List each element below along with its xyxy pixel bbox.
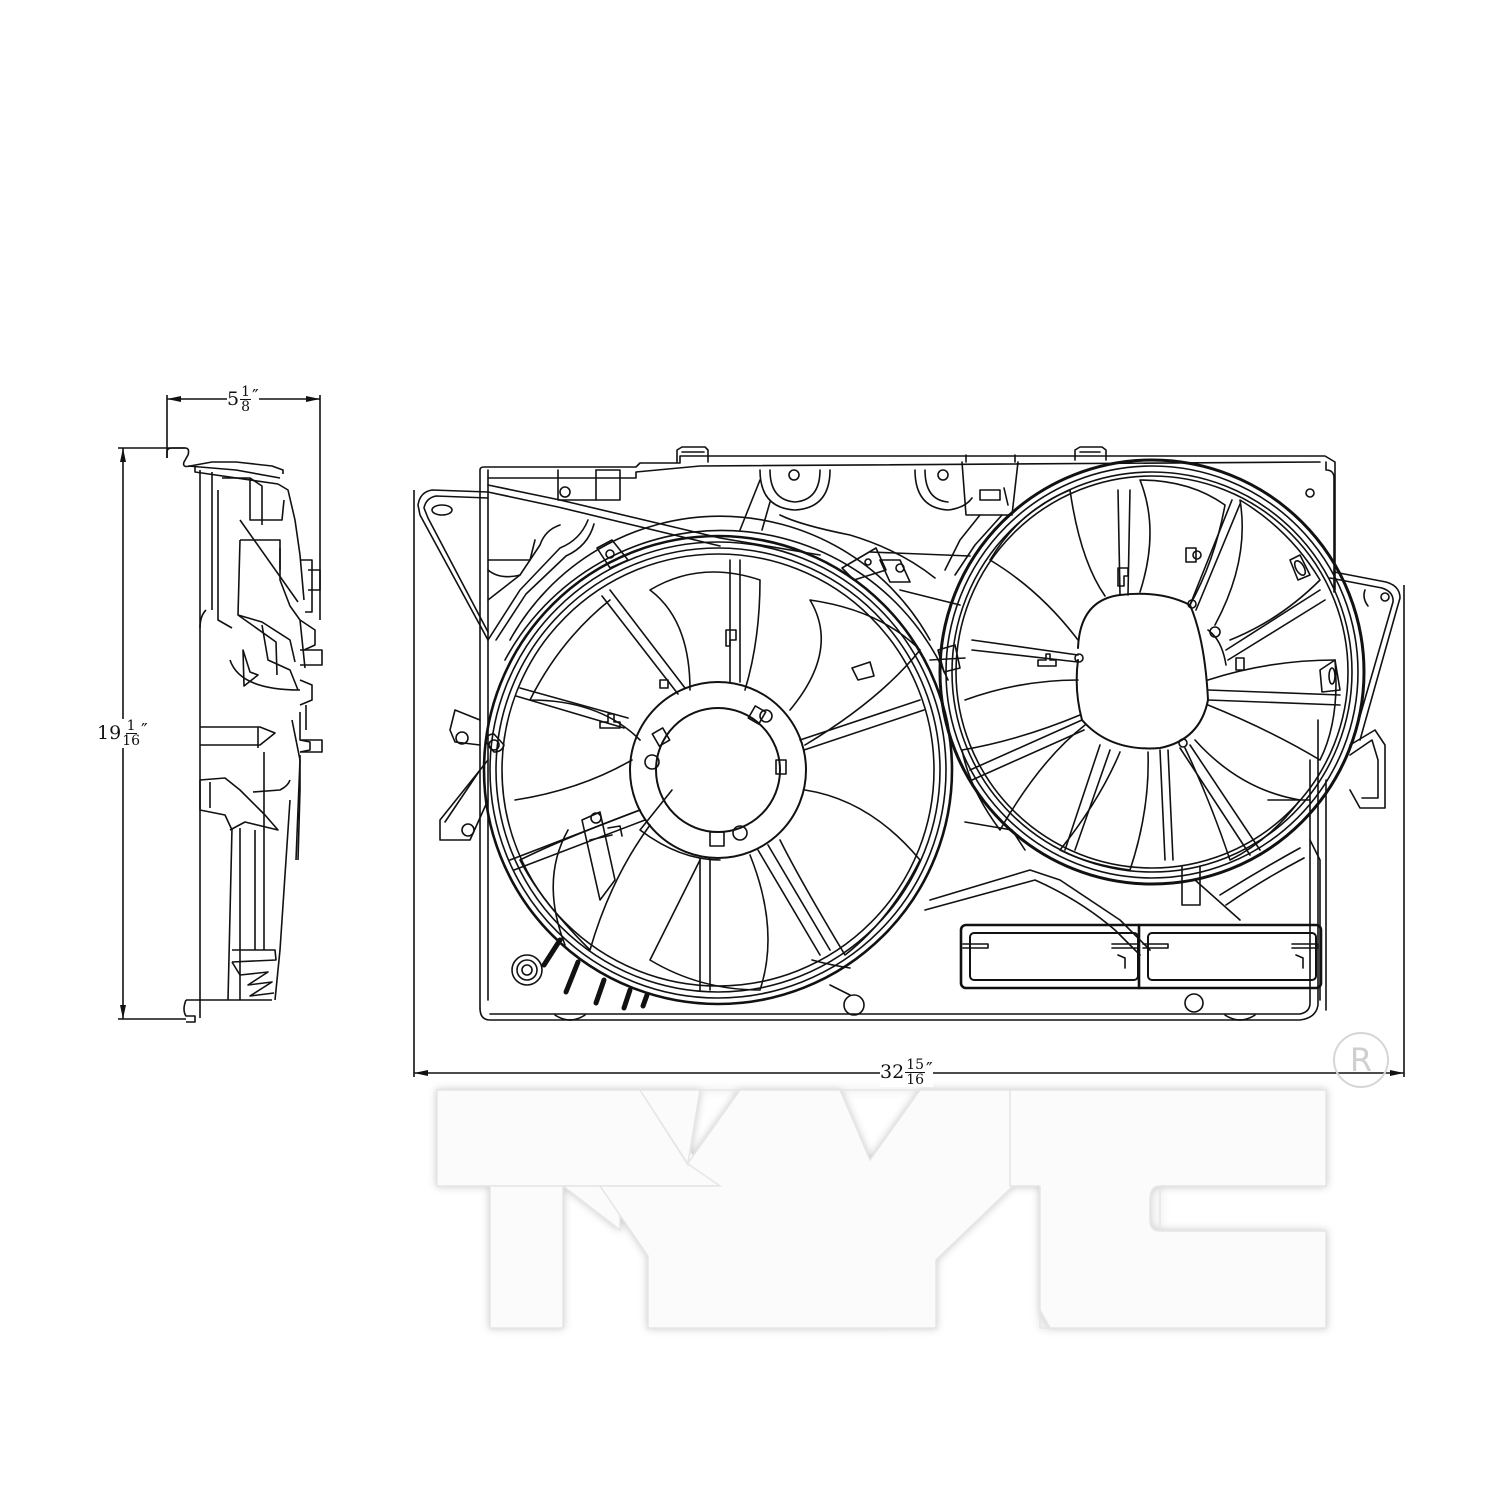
- dimension-lines: [118, 395, 1405, 1077]
- front-view: [417, 446, 1401, 1021]
- height-fraction: 1 16: [122, 718, 141, 749]
- width-whole: 32: [880, 1061, 905, 1083]
- height-unit: ″: [141, 719, 148, 741]
- depth-whole: 5: [227, 388, 240, 410]
- right-fan-outer-ring: [938, 458, 1366, 886]
- right-mounting-ear: [1329, 571, 1401, 809]
- width-dimension-label: 32 15 16 ″: [880, 1058, 933, 1087]
- connector-housing: [959, 923, 1323, 990]
- left-fan-hub-outer: [629, 681, 807, 859]
- lower-channels: [924, 799, 1321, 1001]
- width-unit: ″: [926, 1058, 933, 1080]
- right-fan: [929, 458, 1366, 886]
- left-mounting-ear: [417, 489, 489, 641]
- bottom-center-post: [811, 959, 1204, 1016]
- top-left-bracket: [487, 469, 821, 641]
- side-view: [166, 447, 323, 1023]
- top-mounting-domes: [739, 469, 973, 579]
- connector-slot-right: [1147, 932, 1317, 981]
- height-dimension-label: 19 1 16 ″: [97, 719, 148, 748]
- bottom-left-boss: [511, 937, 650, 1011]
- left-fan-hub-inner: [655, 707, 781, 833]
- top-clips: [676, 446, 1107, 463]
- depth-unit: ″: [252, 385, 259, 407]
- connector-block: [959, 923, 1323, 990]
- height-whole: 19: [97, 722, 122, 744]
- depth-dimension-label: 5 1 8 ″: [227, 385, 259, 414]
- left-fan-outer-ring: [482, 534, 954, 1006]
- left-fan: [482, 515, 954, 1006]
- depth-fraction: 1 8: [240, 384, 252, 415]
- shroud-frame: [479, 455, 1336, 1021]
- connector-slot-left: [969, 932, 1139, 981]
- width-fraction: 15 16: [905, 1057, 926, 1088]
- middle-bracket: [869, 454, 1019, 606]
- registered-trademark-icon: R: [1333, 1032, 1389, 1088]
- tyc-watermark-logo: [436, 1089, 1327, 1329]
- right-fan-hub: [1075, 592, 1209, 750]
